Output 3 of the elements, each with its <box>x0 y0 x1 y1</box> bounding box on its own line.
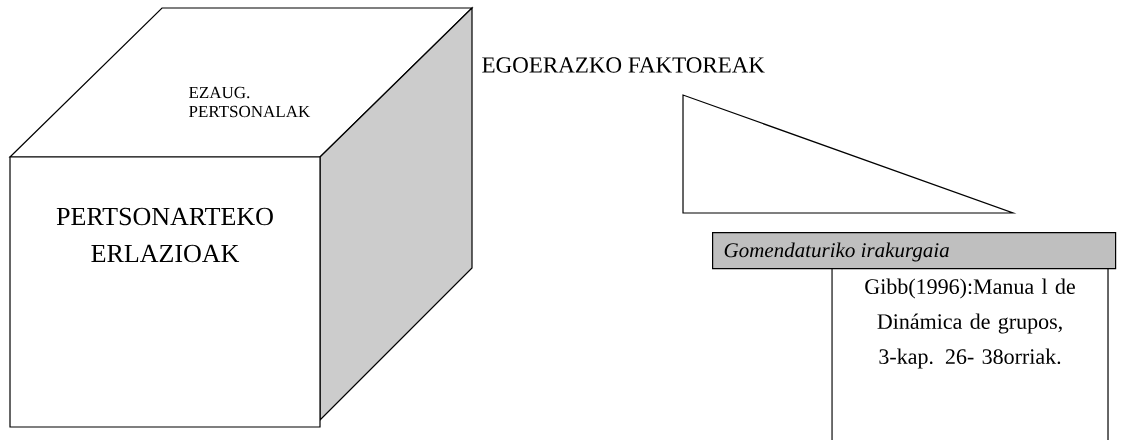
heading-label: EGOERAZKO FAKTOREAK <box>482 57 765 73</box>
reference-box: Gibb(1996):Manua l de Dinámica de grupos, 3-kap. 26- 38orriak. <box>831 267 1109 440</box>
header-bar: Gomendaturiko irakurgaia <box>712 232 1117 270</box>
